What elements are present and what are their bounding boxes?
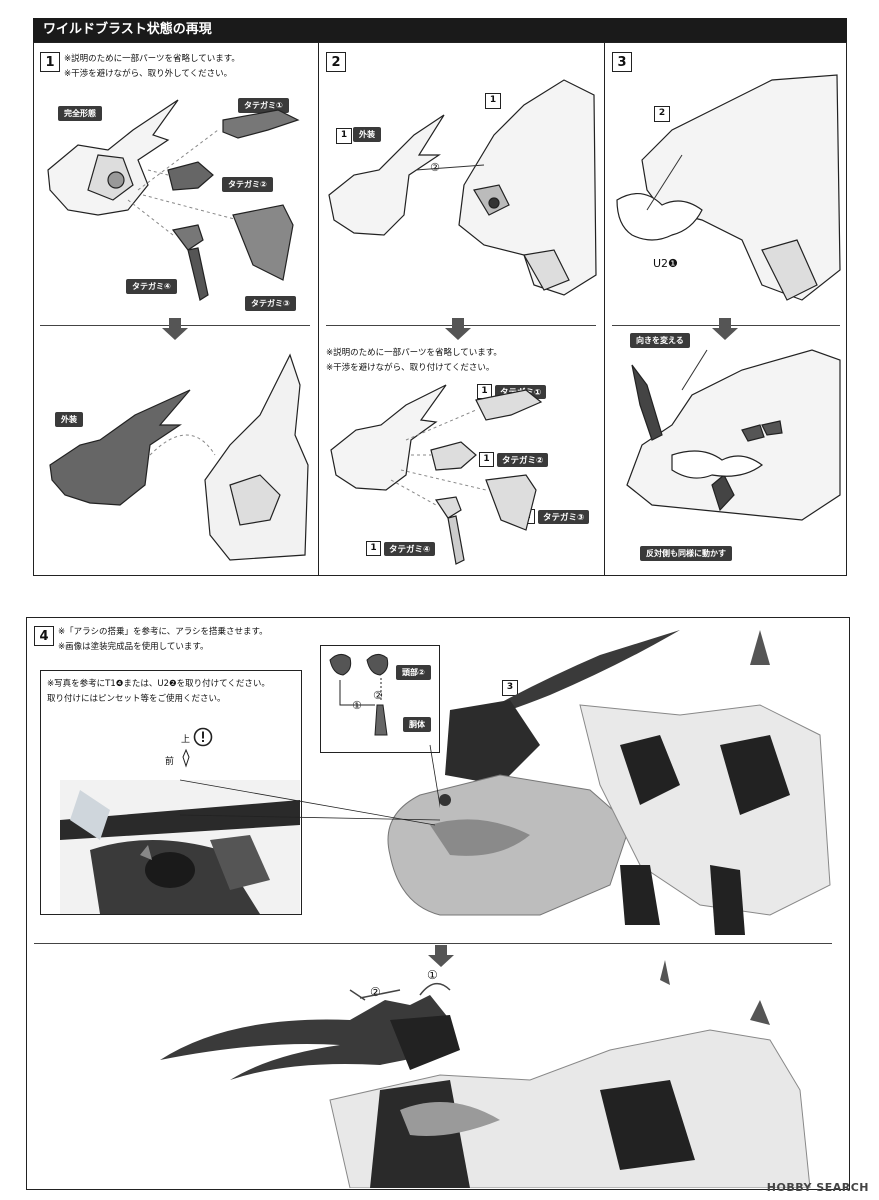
step1-note-1: ※説明のために一部パーツを省略しています。: [64, 54, 240, 64]
step-2-number: 2: [326, 52, 346, 72]
step3-head-part-number: 2: [654, 106, 670, 122]
label-armor: 外装: [55, 412, 83, 427]
part-name: タテガミ②: [497, 452, 549, 467]
figure-pin-icon: [182, 748, 190, 768]
label-up: 上: [181, 735, 191, 745]
part-name: タテガミ④: [384, 541, 436, 556]
step2-body-part-number: 1: [485, 93, 501, 109]
part-name: タテガミ③: [538, 509, 590, 524]
step1-armor-removal-illustration: [49, 353, 309, 561]
callout-leader-lines: [180, 744, 440, 826]
detail-photo: [60, 780, 300, 914]
callout-circle-2: ②: [373, 689, 383, 702]
label-tategami-2: タテガミ②: [222, 177, 273, 192]
bottom-circle-2: ②: [370, 985, 381, 999]
panel-divider-2: [604, 42, 605, 576]
step4-photo-note-2: 取り付けにはピンセット等をご使用ください。: [47, 694, 226, 704]
step2-armor-attach-illustration: [328, 79, 597, 296]
step2-note-2: ※干渉を避けながら、取り付けてください。: [326, 363, 495, 373]
bottom-circle-1: ①: [427, 968, 438, 982]
step1-disassembly-illustration: [47, 99, 300, 301]
step3-part-label: U2❶: [653, 257, 678, 270]
label-head-2: 頭部②: [396, 665, 431, 680]
step4-note-1: ※「アラシの搭乗」を参考に、アラシを搭乗させます。: [58, 627, 268, 637]
label-tategami-3: タテガミ③: [245, 296, 296, 311]
step4-ref-number: 3: [502, 680, 518, 696]
label-torso: 胴体: [403, 717, 431, 732]
label-tategami-4: タテガミ④: [126, 279, 177, 294]
step2-note-1: ※説明のために一部パーツを省略しています。: [326, 348, 502, 358]
step1-down-arrow: [162, 318, 188, 340]
step2-circle-2: ②: [430, 161, 440, 174]
label-change-direction: 向きを変える: [630, 333, 690, 348]
step4-down-arrow: [428, 945, 454, 967]
step1-note-2: ※干渉を避けながら、取り外してください。: [64, 69, 233, 79]
step3-tategami-rotate-illustration: [626, 349, 841, 521]
steps-1-3-box: [33, 42, 847, 576]
step3-u2-attach-illustration: [616, 74, 841, 301]
label-opposite-side: 反対側も同様に動かす: [640, 546, 732, 561]
part-number: 1: [479, 452, 494, 467]
step2-down-arrow: [445, 318, 471, 340]
panel-divider-1: [318, 42, 319, 576]
step2-part-tategami-4: 1 タテガミ④: [366, 541, 436, 556]
label-tategami-1: タテガミ①: [238, 98, 289, 113]
step2-part-tategami-2: 1 タテガミ②: [479, 452, 549, 467]
step4-divider: [34, 943, 832, 944]
pilot-head-illustration: [329, 654, 389, 736]
warning-icon: [193, 727, 213, 747]
step4-result-photo: [160, 960, 811, 1188]
step2-armor-part-number: 1: [336, 128, 352, 144]
step4-main-photo: [387, 630, 831, 935]
step2-tategami-attach-illustration: [330, 384, 543, 565]
step-1-number: 1: [40, 52, 60, 72]
label-complete-form: 完全形態: [58, 106, 102, 121]
part-number: 1: [366, 541, 381, 556]
step-4-box: [26, 617, 850, 1190]
section-title: ワイルドブラスト状態の再現: [33, 18, 847, 42]
step4-note-2: ※画像は塗装完成品を使用しています。: [58, 642, 209, 652]
step-4-number: 4: [34, 626, 54, 646]
step3-down-arrow: [712, 318, 738, 340]
step4-photo-note-1: ※写真を参考にT1❹または、U2❷を取り付けてください。: [47, 679, 270, 689]
step2-armor-label: 外装: [353, 127, 381, 142]
label-front: 前: [165, 757, 175, 767]
watermark: HOBBY SEARCH: [766, 1181, 869, 1194]
step-3-number: 3: [612, 52, 632, 72]
